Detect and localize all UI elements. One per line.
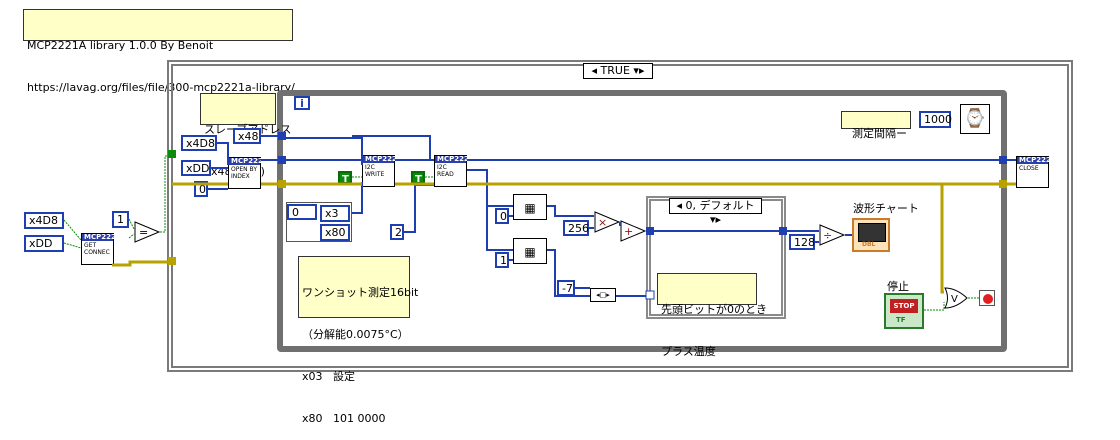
chart-display-icon [858,223,886,242]
inner-case-prev-icon: ◂ [676,199,683,212]
one-constant-outer[interactable]: 1 [112,211,129,228]
index-zero-const[interactable]: 0 [495,208,509,224]
get-connected-vi[interactable]: MCP2221 GET CONNEC [81,233,121,265]
svg-text:÷: ÷ [823,229,832,242]
index-array-node-1[interactable]: ▦ [513,238,547,264]
close-vi[interactable]: MCP2221 CLOSE [1016,156,1056,188]
index-one-const[interactable]: 1 [495,252,509,268]
array-element-x80[interactable]: x80 [320,224,350,241]
case-prev-icon[interactable]: ◂ [591,64,598,77]
stop-button: STOP [890,299,918,313]
stop-button-terminal[interactable]: STOP TF [884,293,924,329]
address-constant[interactable]: x48 [233,128,261,144]
open-by-index-vi[interactable]: MCP2221 OPEN BY INDEX [228,157,268,189]
equal-compare-node[interactable]: = [134,221,161,243]
array-element-x3[interactable]: x3 [320,205,350,222]
array-grid-icon: ▦ [524,201,536,215]
wait-ms-node[interactable]: ⌚ [960,104,990,134]
vid-constant[interactable]: x4D8 [181,135,217,151]
shift-icon: ◂□▸ [596,291,610,299]
divide-node[interactable]: ÷ [819,224,846,246]
while-loop[interactable] [277,90,1007,352]
slave-address-note: スレーブアドレス 0x48 (7bit) [200,93,291,178]
array-index-constant[interactable]: 0 [287,204,317,220]
multiply-256-constant[interactable]: 256 [563,220,589,236]
i2c-read-vi[interactable]: MCP2221 I2C READ [434,155,474,187]
or-node[interactable]: V [944,287,968,309]
svg-text:V: V [951,294,958,305]
stop-label: 停止 [887,280,909,293]
multiply-node[interactable]: × [594,211,621,233]
pid-constant[interactable]: xDD [181,160,211,176]
stopwatch-icon: ⌚ [963,108,987,129]
i2c-write-vi[interactable]: MCP2221 I2C WRITE [362,155,402,187]
svg-text:+: + [624,225,633,238]
svg-text:×: × [598,216,607,229]
svg-text:=: = [139,226,148,239]
sign-note: 先頭ビットが0のとき プラス温度 [657,273,767,358]
stop-circle-icon [983,294,993,304]
divide-128-constant[interactable]: 128 [789,234,815,250]
pid-constant-outer[interactable]: xDD [24,235,64,252]
loop-condition-terminal[interactable] [979,290,995,306]
loop-iteration-terminal: i [294,96,310,110]
inner-case-selector[interactable]: ◂ 0, デフォルト ▾▸ [669,198,762,226]
stop-tf: TF [896,316,906,324]
add-node[interactable]: + [620,220,647,242]
interval-constant[interactable]: 1000 [919,111,952,128]
oneshot-note: ワンショット測定16bit （分解能0.0075°C） x03 設定 x80 1… [298,256,418,425]
interval-label: 測定間隔ー [841,111,911,140]
array-grid-icon: ▦ [524,245,536,259]
index-array-node-0[interactable]: ▦ [513,194,547,220]
true-constant-write[interactable]: T [338,171,352,185]
logical-shift-node[interactable]: ◂□▸ [590,288,616,302]
inner-case-dropdown-icon: ▾▸ [709,213,722,226]
library-note-title: MCP2221A library 1.0.0 By Benoit [27,39,214,52]
waveform-chart-indicator[interactable]: DBL [852,218,890,252]
case-dropdown-icon[interactable]: ▾▸ [633,64,645,77]
vid-constant-outer[interactable]: x4D8 [24,212,64,229]
read-length-constant[interactable]: 2 [390,224,404,240]
case-selector[interactable]: ◂ TRUE ▾▸ [583,63,653,79]
index-zero-constant[interactable]: 0 [194,181,208,197]
shift-neg7-constant[interactable]: -7 [557,280,575,296]
chart-label: 波形チャート [853,202,919,215]
library-note-url: https://lavag.org/files/file/300-mcp2221… [27,81,295,94]
library-note: MCP2221A library 1.0.0 By Benoit https:/… [23,9,295,94]
true-constant-read[interactable]: T [411,171,425,185]
case-selector-value: TRUE [600,64,630,77]
